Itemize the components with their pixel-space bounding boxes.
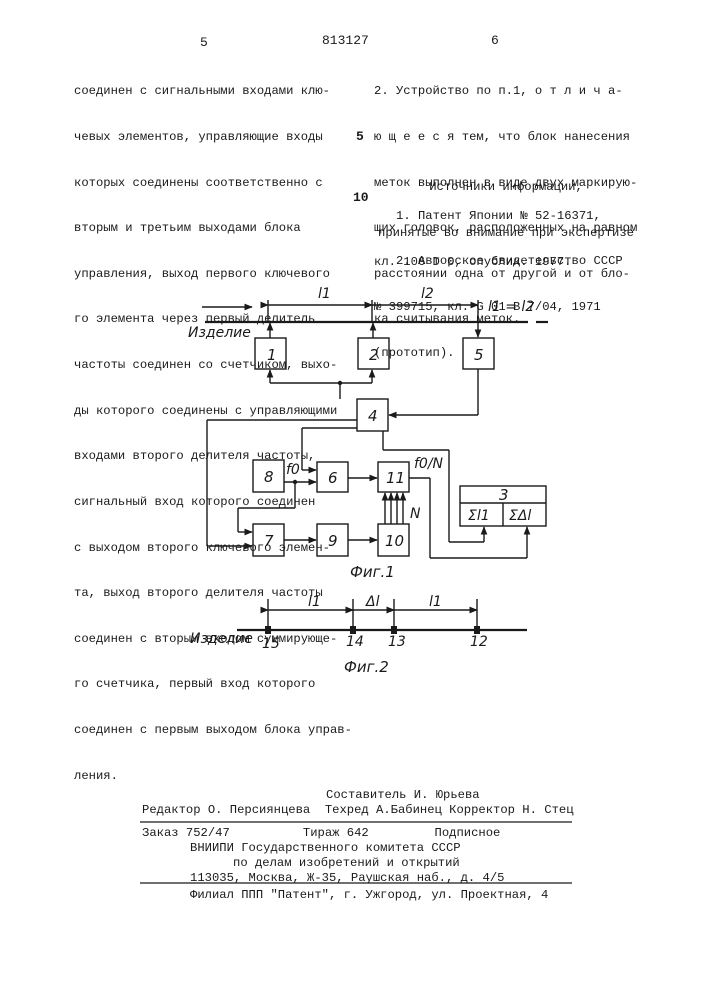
- equation-label: l1 = l2: [488, 299, 534, 315]
- block-5-label: 5: [474, 346, 484, 364]
- junction-dot: [293, 480, 297, 484]
- block-3-label: 3: [499, 486, 509, 504]
- block-9-label: 9: [328, 532, 338, 550]
- mark-14: [350, 626, 356, 634]
- bus-n-label: N: [410, 506, 421, 522]
- block-4-label: 4: [368, 407, 378, 425]
- figure-2-caption: Фиг.2: [344, 658, 389, 676]
- dim-label-l2: l2: [421, 286, 434, 302]
- signal-f0-label: f0: [286, 462, 300, 478]
- mark-14-label: 14: [346, 634, 364, 650]
- block-2-label: 2: [369, 346, 379, 364]
- compiler-line: Составитель И. Юрьева: [326, 788, 480, 803]
- block-6-label: 6: [328, 469, 338, 487]
- address-line: 113035, Москва, Ж-35, Раушская наб., д. …: [190, 871, 505, 886]
- block-1-label: 1: [267, 346, 277, 364]
- dim-label-delta-l: Δl: [365, 594, 380, 610]
- block-11-label: 11: [386, 469, 405, 487]
- mark-15: [265, 626, 271, 634]
- mark-13: [391, 626, 397, 634]
- signal-f0-over-n-label: f0/N: [414, 456, 444, 472]
- block-10-label: 10: [385, 532, 404, 550]
- organization-line-1: ВНИИПИ Государственного комитета СССР: [190, 841, 461, 856]
- product-label: Изделие: [188, 325, 251, 341]
- mark-13-label: 13: [388, 634, 406, 650]
- editor-line: Редактор О. Персиянцева Техред А.Бабинец…: [142, 803, 574, 818]
- dim-label-l1: l1: [308, 594, 321, 610]
- mark-15-label: 15: [262, 636, 280, 652]
- product-label-2: Изделие: [190, 631, 253, 647]
- block-7-label: 7: [264, 532, 274, 550]
- mark-12-label: 12: [470, 634, 488, 650]
- junction-dot: [338, 381, 342, 385]
- block-8-label: 8: [264, 468, 274, 486]
- order-line: Заказ 752/47 Тираж 642 Подписное: [142, 826, 500, 841]
- dim-label-l1: l1: [318, 286, 331, 302]
- branch-line: Филиал ППП "Патент", г. Ужгород, ул. Про…: [190, 888, 548, 903]
- block-3-cell-sum-delta: ΣΔl: [509, 508, 531, 524]
- dim-label-l1: l1: [429, 594, 442, 610]
- figure-1-caption: Фиг.1: [350, 563, 395, 581]
- mark-12: [474, 626, 480, 634]
- organization-line-2: по делам изобретений и открытий: [233, 856, 460, 871]
- block-3-cell-sum-l1: Σl1: [468, 508, 490, 524]
